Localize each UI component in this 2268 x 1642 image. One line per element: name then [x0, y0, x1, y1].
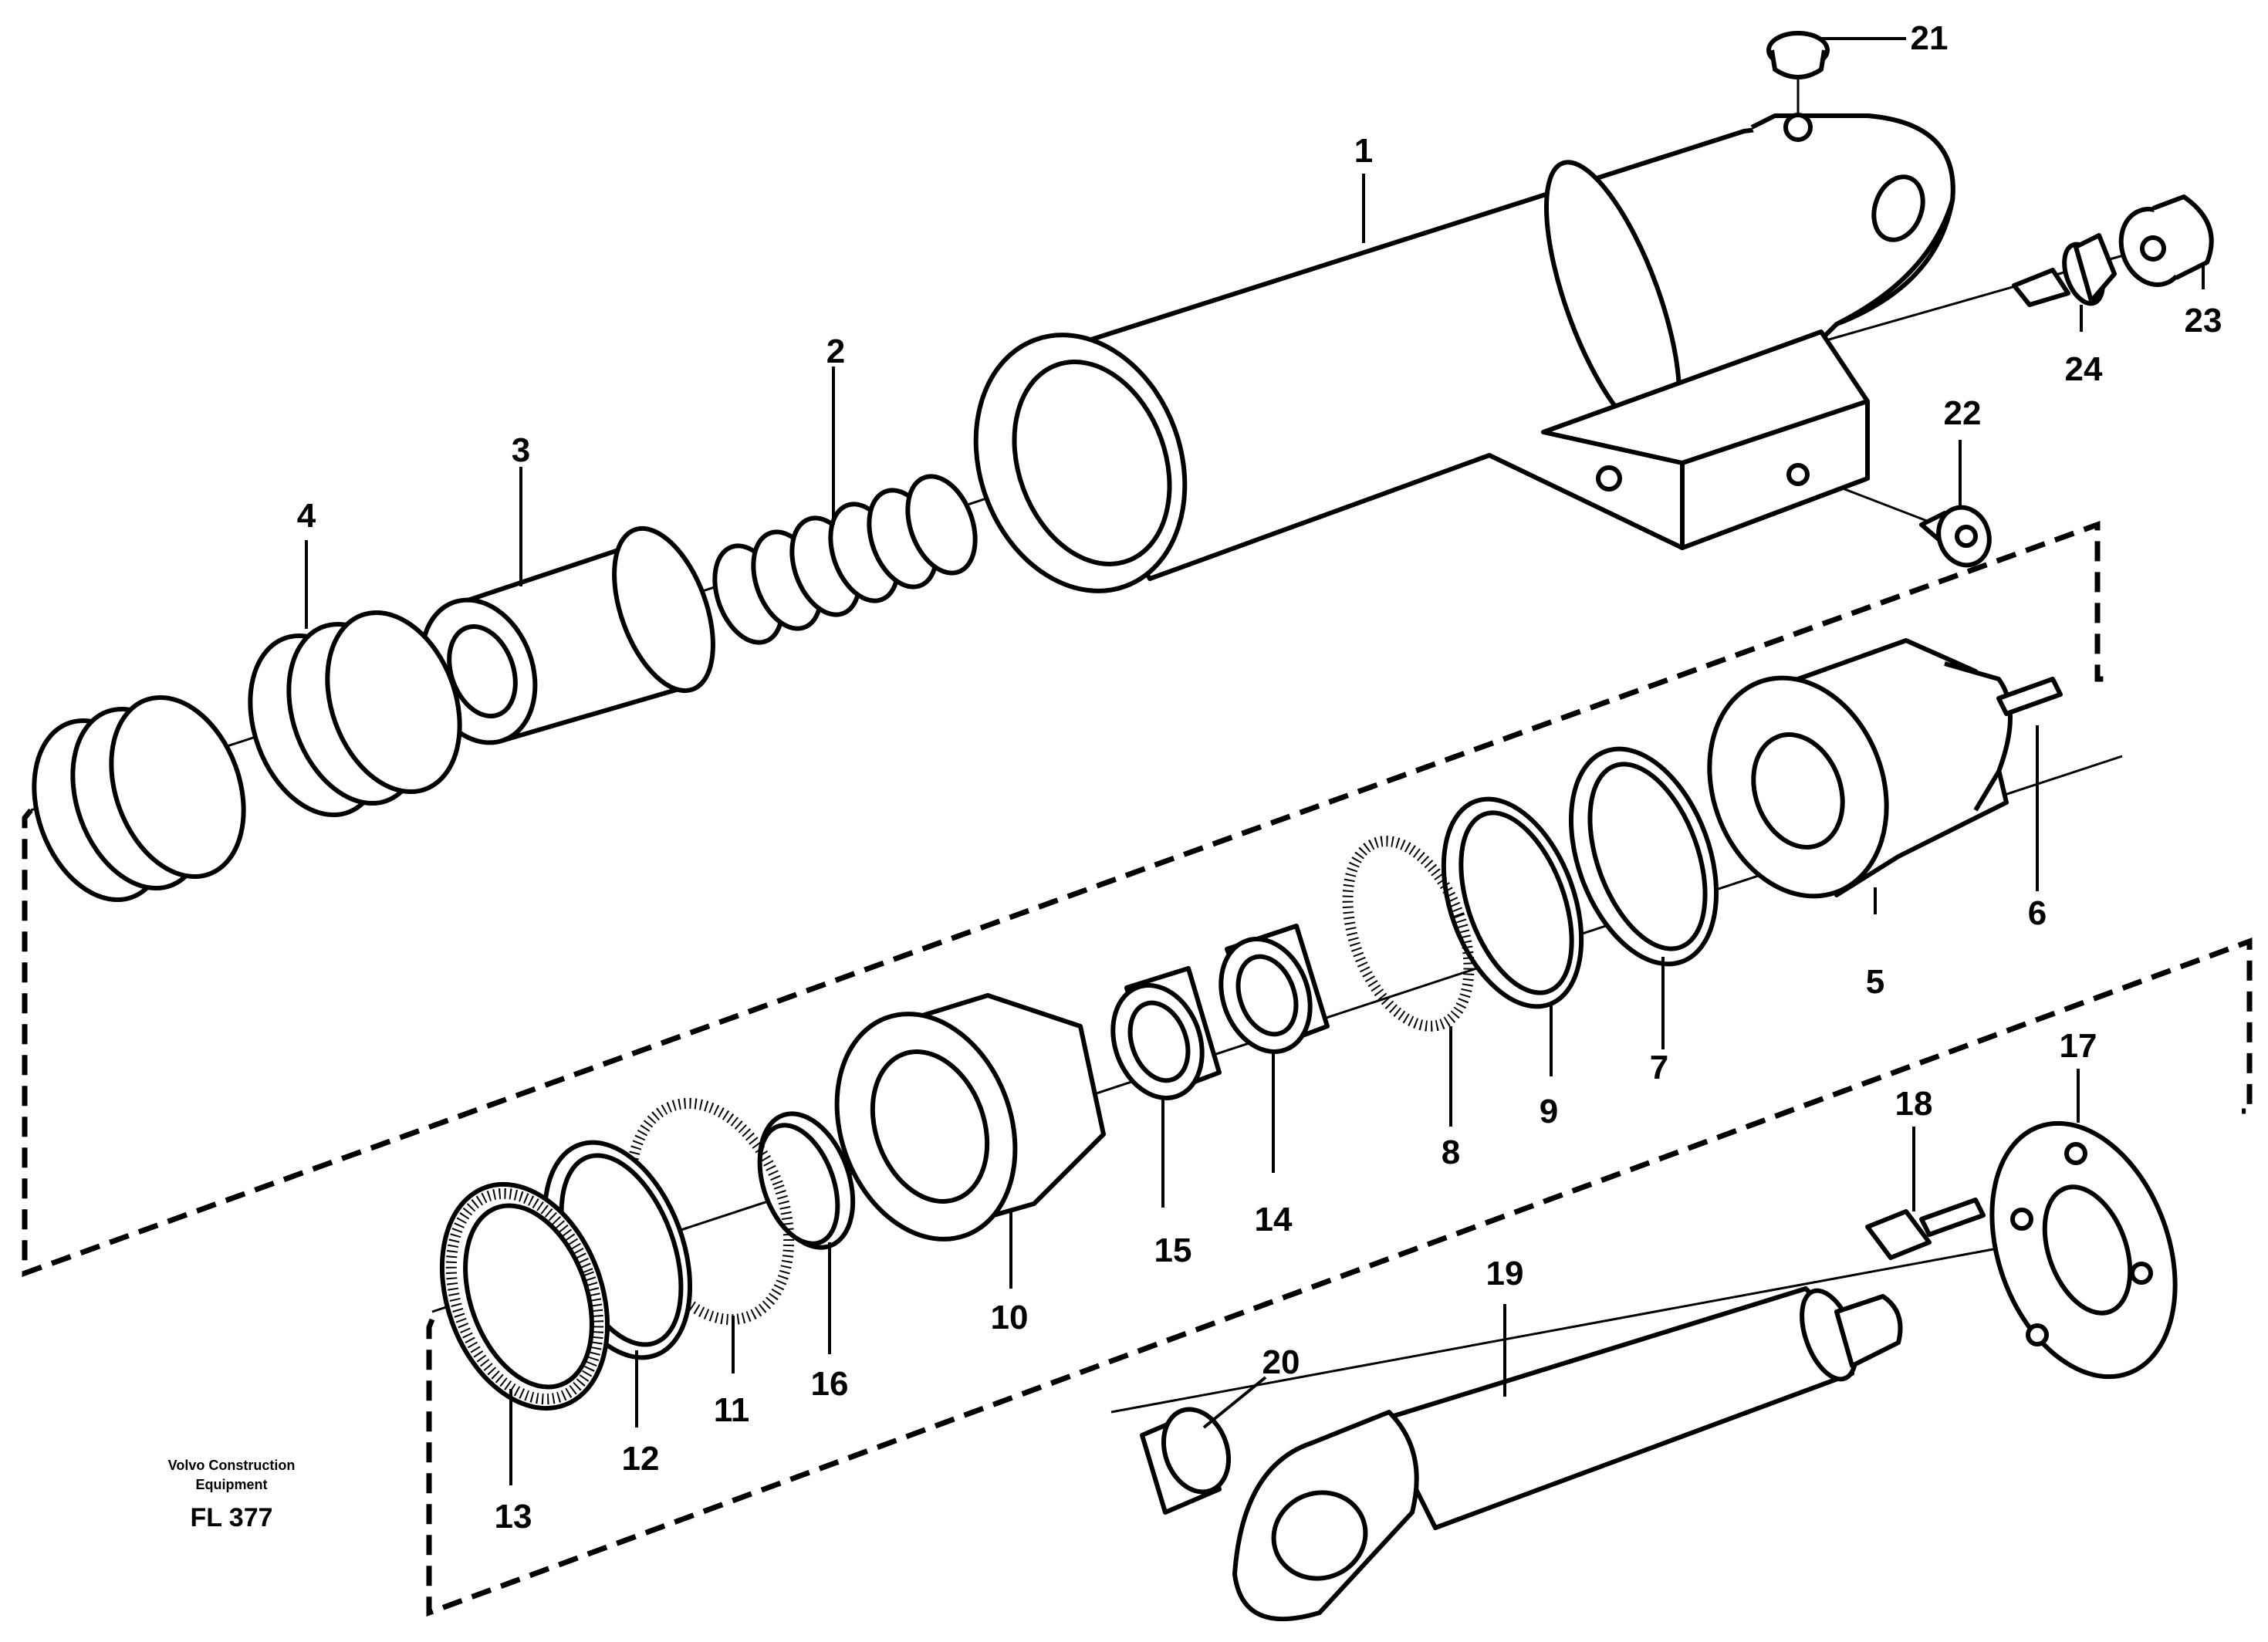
- callout-2: 2: [826, 333, 845, 370]
- callout-18: 18: [1895, 1085, 1933, 1123]
- callout-13: 13: [495, 1498, 532, 1536]
- ring-9: [1441, 796, 1584, 1009]
- wiper-13: [439, 1181, 610, 1411]
- ring-8: [1342, 836, 1475, 1032]
- plug-22: [1919, 505, 1992, 568]
- piston-5: [1707, 638, 2013, 899]
- callout-10: 10: [991, 1299, 1029, 1336]
- callout-5: 5: [1866, 963, 1884, 1001]
- cylinder-tube: [973, 113, 1955, 593]
- callout-15: 15: [1154, 1232, 1192, 1269]
- bushing-20: [1140, 1407, 1232, 1515]
- callout-24: 24: [2065, 350, 2103, 388]
- piston-rod-19: [1232, 1286, 1903, 1622]
- callout-16: 16: [811, 1365, 849, 1403]
- callout-14: 14: [1255, 1201, 1293, 1238]
- bushing-14: [1219, 924, 1330, 1054]
- callout-22: 22: [1944, 394, 1982, 432]
- sleeve-3: [419, 525, 715, 745]
- spring-2: [712, 474, 978, 645]
- footer: Volvo Construction Equipment FL 377: [168, 1458, 296, 1532]
- callout-3: 3: [512, 431, 530, 469]
- callout-21: 21: [1911, 19, 1949, 57]
- screw-6: [1996, 677, 2063, 716]
- callout-1: 1: [1354, 132, 1373, 170]
- callout-6: 6: [2028, 894, 2047, 932]
- valve-23: [2118, 194, 2214, 287]
- callout-7: 7: [1650, 1049, 1668, 1086]
- callout-11: 11: [714, 1391, 750, 1429]
- callout-4: 4: [297, 497, 316, 535]
- flange-17: [1989, 1120, 2178, 1380]
- dashed-group-lines: [22, 521, 2253, 1617]
- spring-4: [32, 610, 462, 903]
- callout-17: 17: [2060, 1027, 2097, 1065]
- callout-12: 12: [622, 1440, 660, 1478]
- seal-11: [625, 1097, 795, 1326]
- brand-line-1: Volvo Construction: [168, 1458, 296, 1473]
- callout-20: 20: [1262, 1343, 1300, 1381]
- callout-19: 19: [1486, 1255, 1524, 1292]
- bushing-15: [1110, 966, 1222, 1100]
- figure-code: FL 377: [190, 1503, 272, 1532]
- brand-line-2: Equipment: [196, 1477, 268, 1492]
- callout-9: 9: [1540, 1093, 1558, 1130]
- ring-7: [1568, 746, 1719, 967]
- callout-23: 23: [2185, 302, 2222, 340]
- valve-24: [2012, 233, 2117, 307]
- plug-screw-21: [1766, 31, 1830, 79]
- callout-labels: 1 2 3 4 5 6 7 8 9 10 11 12 13 14 15 16 1…: [297, 19, 2222, 1536]
- bolt-18: [1865, 1198, 1986, 1260]
- leader-lines: [305, 37, 2205, 1485]
- callout-8: 8: [1442, 1134, 1460, 1171]
- guide-head-10: [834, 993, 1106, 1242]
